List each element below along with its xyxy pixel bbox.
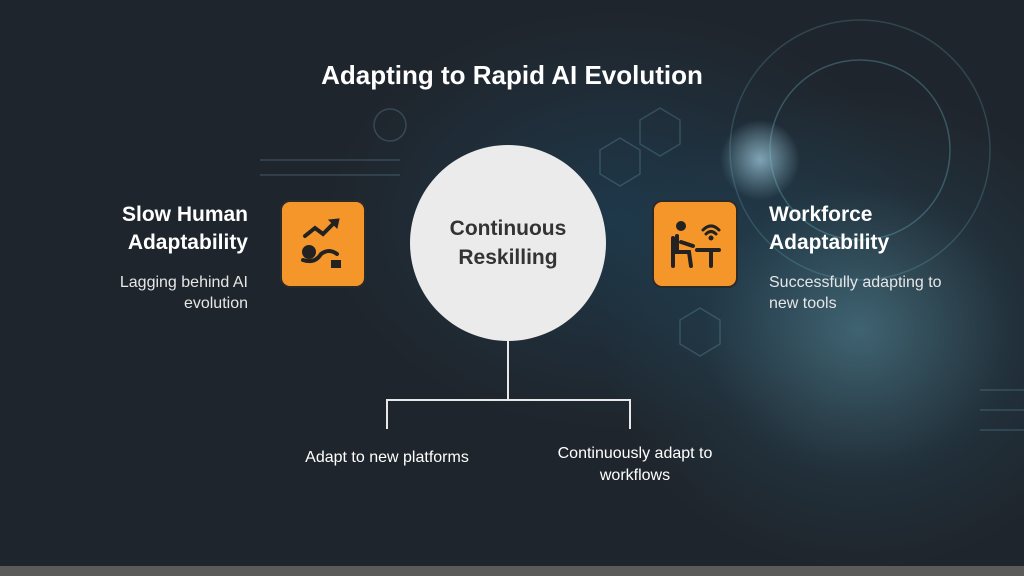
right-desc-line2: new tools (769, 295, 837, 312)
bottom-bar (0, 566, 1024, 576)
branch-adapt-workflows: Continuously adapt to workflows (505, 443, 765, 487)
left-description: Lagging behind AI evolution (120, 272, 248, 314)
right-desc-line1: Successfully adapting to (769, 274, 942, 291)
left-desc-line2: evolution (183, 295, 248, 312)
connector-stem (507, 341, 509, 401)
connector-horizontal (386, 399, 631, 401)
right-heading-line2: Adaptability (769, 231, 890, 254)
person-at-desk-wifi-icon (652, 200, 738, 288)
branch-0-line1: Adapt to new platforms (305, 449, 469, 466)
branch-adapt-platforms: Adapt to new platforms (257, 447, 517, 469)
left-heading-line1: Slow Human (121, 203, 248, 226)
branch-1-line1: Continuously adapt to (557, 445, 713, 462)
right-description: Successfully adapting to new tools (769, 272, 942, 314)
right-heading-line1: Workforce (769, 203, 873, 226)
connector-left-drop (386, 399, 388, 429)
left-desc-line1: Lagging behind AI (119, 274, 248, 291)
left-heading: Slow Human Adaptability (122, 201, 248, 257)
connector-right-drop (629, 399, 631, 429)
center-line1: Continuous (449, 217, 567, 240)
left-heading-line2: Adaptability (127, 231, 248, 254)
right-heading: Workforce Adaptability (769, 201, 889, 257)
diagram-title: Adapting to Rapid AI Evolution (321, 60, 703, 90)
center-line2: Reskilling (458, 246, 558, 269)
struggling-person-trend-icon (280, 200, 366, 288)
branch-1-line2: workflows (599, 467, 671, 484)
